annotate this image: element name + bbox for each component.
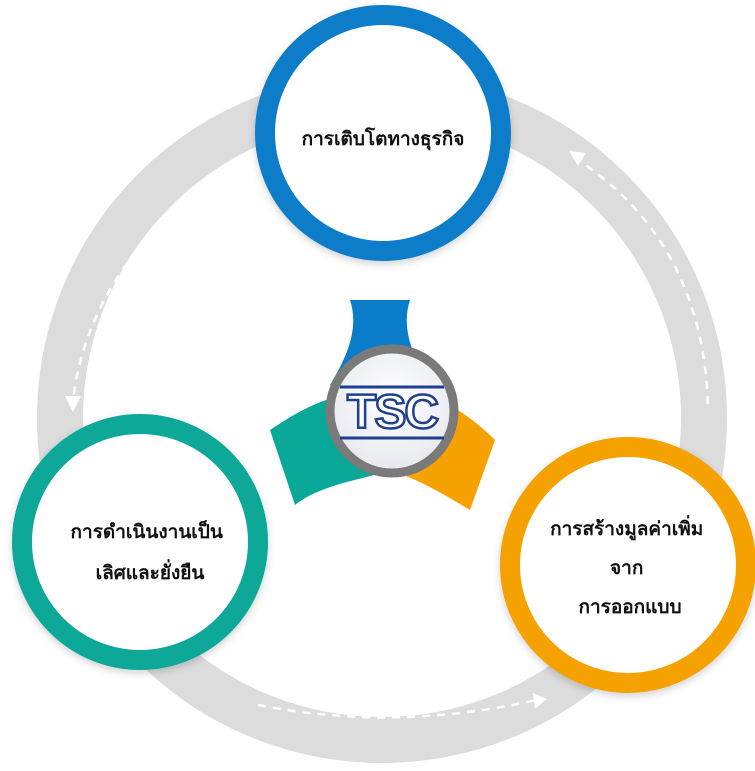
bottom-cycle-arrow — [257, 698, 537, 719]
left-arrowhead-icon — [65, 396, 81, 412]
tsc-logo-text: TSC — [347, 386, 438, 439]
left-cycle-arrow — [71, 159, 237, 401]
left-node-label: การดำเนินงานเป็น เลิศและยั่งยืน — [71, 519, 230, 584]
right-node-label: การสร้างมูลค่าเพิ่ม จาก การออกแบบ — [550, 515, 710, 618]
left-node-circle — [12, 414, 268, 670]
center-logo-ring — [325, 344, 459, 478]
bottom-arrowhead-icon — [533, 693, 547, 709]
right-arrowhead-icon — [569, 151, 586, 166]
tsc-logo-icon: TSC — [340, 385, 444, 440]
top-node-label: การเติบโตทางธุรกิจ — [302, 127, 465, 151]
right-node-circle — [500, 437, 755, 693]
top-node-circle — [255, 5, 511, 261]
